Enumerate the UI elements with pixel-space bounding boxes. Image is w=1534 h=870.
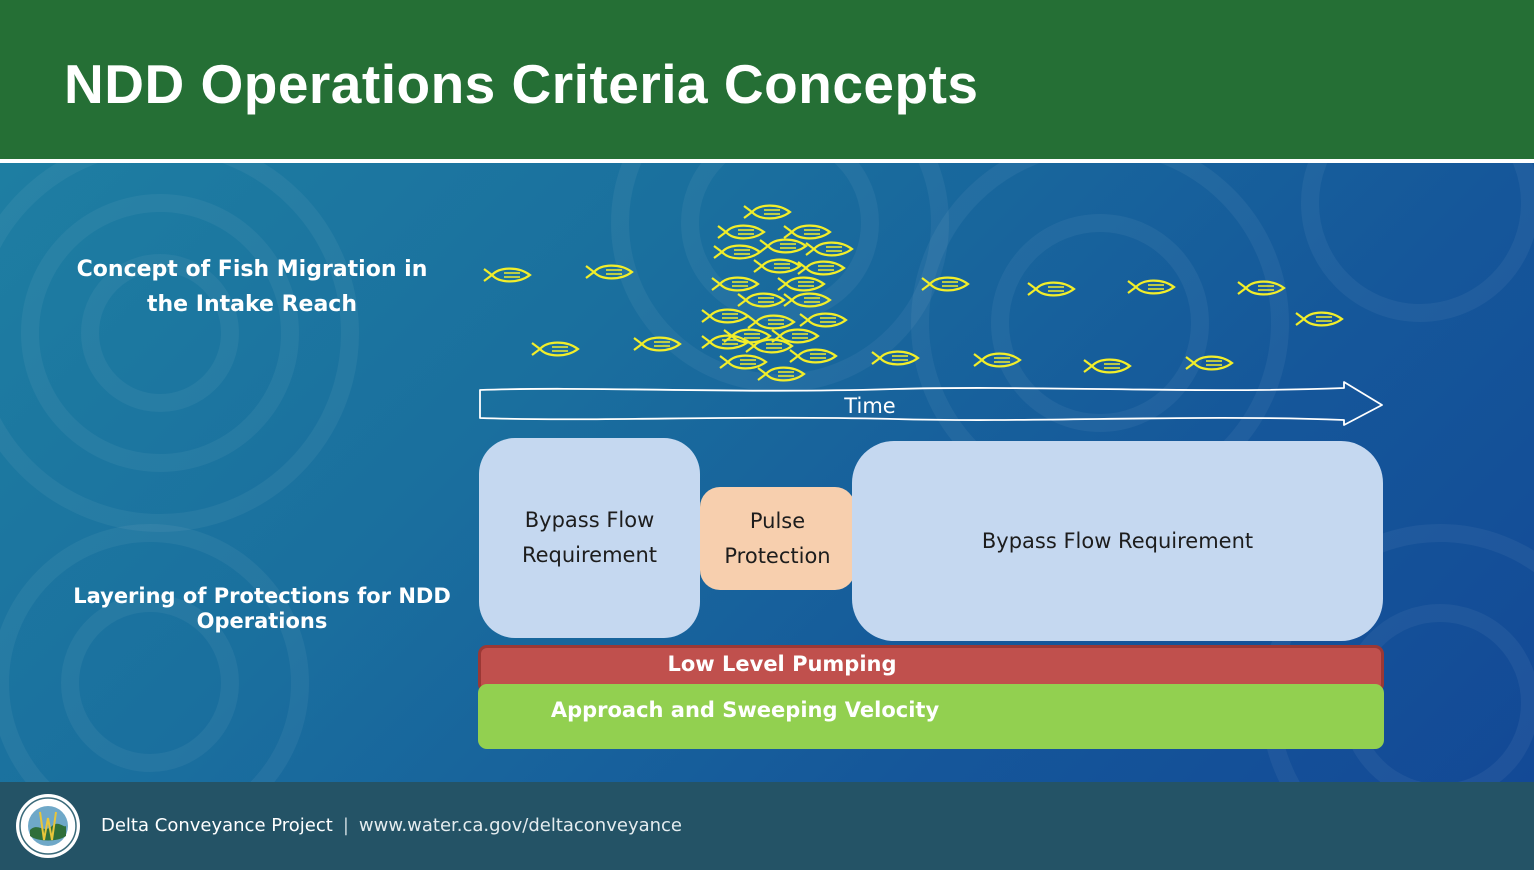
bypass-flow-requirement-box-late: Bypass Flow Requirement (852, 441, 1383, 641)
footer-project-name: Delta Conveyance Project (101, 815, 333, 836)
bypass-flow-requirement-label: Bypass Flow Requirement (981, 529, 1254, 553)
bypass-flow-requirement-label: Bypass Flow Requirement (521, 508, 658, 567)
protection-layering-label: Layering of Protections for NDD Operatio… (73, 584, 451, 633)
footer-url-link[interactable]: www.water.ca.gov/deltaconveyance (358, 815, 683, 836)
title-bar: NDD Operations Criteria Concepts (0, 0, 1534, 159)
time-label: Time (844, 394, 896, 418)
footer-bar (0, 782, 1534, 870)
time-arrow-icon (479, 381, 1383, 426)
title-divider (0, 159, 1534, 163)
pulse-protection-box: Pulse Protection (700, 487, 855, 590)
footer-credit: Delta Conveyance Project | www.water.ca.go… (101, 815, 682, 836)
footer-separator: | (342, 815, 349, 836)
bypass-flow-requirement-box-early: Bypass Flow Requirement (479, 438, 700, 638)
approach-sweeping-velocity-bar (478, 684, 1384, 749)
pulse-protection-label: Pulse Protection (724, 508, 831, 568)
slide-title: NDD Operations Criteria Concepts (64, 53, 979, 115)
dwr-seal-icon (16, 794, 80, 858)
fish-migration-label: Concept of Fish Migration in the Intake … (76, 257, 428, 317)
low-level-pumping-label: Low Level Pumping (667, 652, 897, 676)
approach-sweeping-velocity-label: Approach and Sweeping Velocity (550, 698, 940, 722)
